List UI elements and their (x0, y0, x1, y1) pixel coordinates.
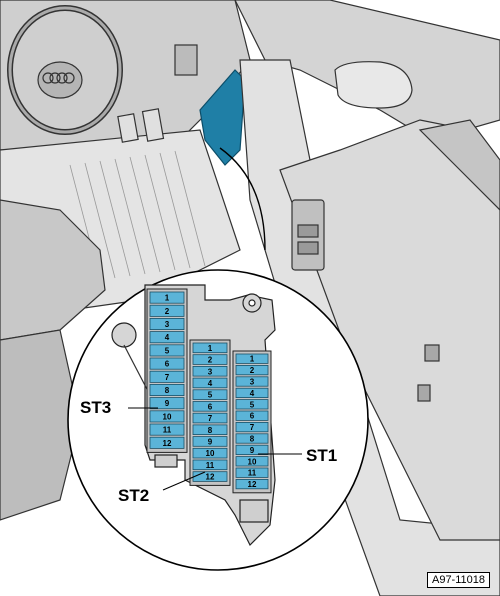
fuse-st1-3 (235, 376, 269, 387)
fuse-st2-7 (192, 412, 228, 424)
fuse-number-st2-4: 4 (208, 379, 213, 388)
fuse-number-st3-10: 10 (163, 412, 172, 421)
fuse-st1-8 (235, 433, 269, 444)
fuse-st2-12 (192, 471, 228, 482)
fuse-st1-11 (235, 467, 269, 478)
fuse-st1-6 (235, 410, 269, 421)
fuse-number-st3-2: 2 (165, 307, 170, 316)
fuse-number-st2-6: 6 (208, 402, 213, 411)
fuse-st2-1 (192, 342, 228, 354)
fuse-number-st1-4: 4 (250, 389, 255, 398)
label-st3: ST3 (80, 398, 112, 417)
fuse-number-st2-9: 9 (208, 437, 213, 446)
fuse-st3-3 (149, 317, 185, 330)
fuse-number-st1-6: 6 (250, 412, 255, 421)
fuse-number-st2-5: 5 (208, 391, 213, 400)
fuse-number-st1-11: 11 (248, 469, 257, 478)
fuse-st2-10 (192, 447, 228, 459)
fuse-st1-4 (235, 387, 269, 399)
fuse-st3-5 (149, 344, 185, 357)
fuse-st3-7 (149, 370, 185, 383)
fuse-number-st1-1: 1 (250, 355, 255, 364)
fuse-st1-5 (235, 399, 269, 410)
fuse-number-st2-12: 12 (206, 473, 215, 482)
fuse-number-st3-9: 9 (165, 399, 170, 408)
fuse-number-st3-12: 12 (163, 439, 172, 448)
fuse-number-st1-9: 9 (250, 446, 255, 455)
fuse-number-st3-3: 3 (165, 320, 170, 329)
fuse-st3-9 (149, 397, 185, 410)
fuse-st2-5 (192, 389, 228, 400)
fuse-st3-1 (149, 291, 185, 304)
fuse-st1-12 (235, 478, 269, 490)
fuse-st3-12 (149, 436, 185, 449)
fuse-number-st3-7: 7 (165, 373, 170, 382)
fuse-st1-9 (235, 444, 269, 456)
callout-pointer (219, 147, 266, 251)
fuse-st2-8 (192, 424, 228, 435)
fuse-st1-10 (235, 456, 269, 467)
fuse-st1-7 (235, 421, 269, 433)
fuse-number-st2-1: 1 (208, 344, 213, 353)
fuse-st3-10 (149, 410, 185, 423)
fuse-location-highlight (199, 69, 246, 166)
fuse-st1-1 (235, 353, 269, 364)
fuse-number-st1-5: 5 (250, 400, 255, 409)
fuse-number-st2-11: 11 (206, 461, 215, 470)
fuse-st2-9 (192, 436, 228, 447)
fuse-number-st2-7: 7 (208, 414, 213, 423)
fuse-number-st3-4: 4 (165, 333, 170, 342)
figure-reference: A97-11018 (426, 572, 490, 588)
fuse-number-st3-6: 6 (165, 360, 170, 369)
fuse-st2-11 (192, 459, 228, 471)
fuse-st3-2 (149, 304, 185, 317)
fuse-number-st1-8: 8 (250, 435, 255, 444)
fuse-number-st3-8: 8 (165, 386, 170, 395)
fuse-st3-4 (149, 331, 185, 344)
fuse-st3-11 (149, 423, 185, 436)
fuse-number-st3-1: 1 (165, 294, 170, 303)
fuse-st2-4 (192, 377, 228, 389)
fuse-st2-3 (192, 365, 228, 377)
fuse-number-st2-10: 10 (206, 449, 215, 458)
label-st2: ST2 (118, 486, 150, 505)
fuse-st2-2 (192, 354, 228, 365)
fuse-number-st1-2: 2 (250, 366, 255, 375)
fuse-number-st2-3: 3 (208, 367, 213, 376)
fuse-number-st2-8: 8 (208, 426, 213, 435)
fuse-number-st3-5: 5 (165, 346, 170, 355)
fuse-st1-2 (235, 364, 269, 376)
fuse-st3-6 (149, 357, 185, 370)
fuse-number-st2-2: 2 (208, 356, 213, 365)
fuse-number-st1-10: 10 (248, 457, 257, 466)
leader-st2 (162, 471, 206, 491)
fuse-number-st1-3: 3 (250, 378, 255, 387)
fuse-st2-6 (192, 401, 228, 412)
label-st1: ST1 (306, 446, 338, 465)
fuse-st3-8 (149, 383, 185, 396)
fuse-number-st3-11: 11 (163, 426, 172, 435)
fuse-number-st1-12: 12 (248, 480, 257, 489)
fuse-number-st1-7: 7 (250, 423, 255, 432)
